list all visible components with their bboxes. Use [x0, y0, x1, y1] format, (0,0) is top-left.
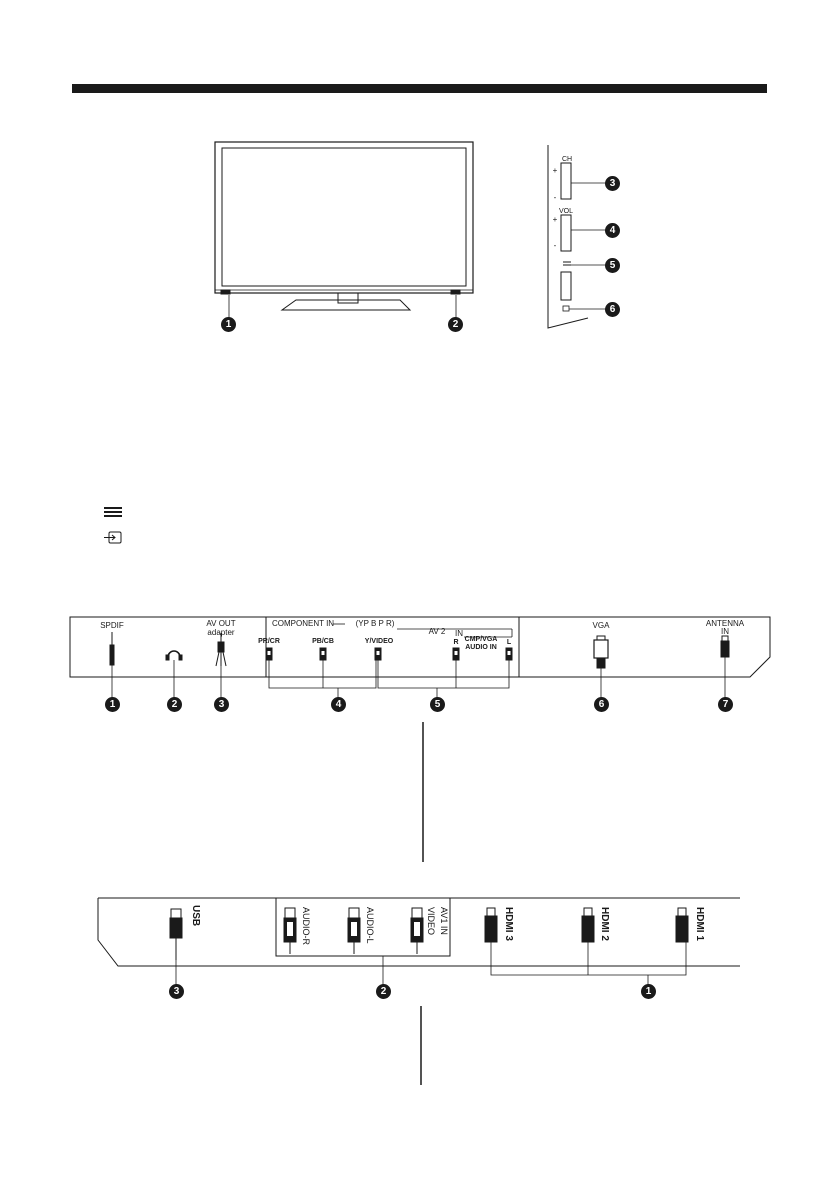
av-out-adapter-label: adapter	[207, 628, 235, 637]
usb-label: USB	[190, 905, 201, 927]
badge-rear-7: 7	[718, 697, 733, 712]
rear-panel-outline	[69, 616, 771, 700]
ypbpr-label: (YP B P R)	[355, 619, 395, 628]
ch-plus: +	[552, 166, 558, 175]
badge-av1-2: 2	[376, 984, 391, 999]
hdmi1-label: HDMI 1	[694, 907, 705, 941]
badge-rear-4: 4	[331, 697, 346, 712]
ch-minus: -	[553, 193, 557, 202]
badge-usb-3: 3	[169, 984, 184, 999]
cmp-audio-in-label: AUDIO IN	[465, 644, 497, 651]
badge-front-2: 2	[448, 317, 463, 332]
badge-front-1: 1	[221, 317, 236, 332]
spdif-label: SPDIF	[100, 621, 124, 630]
vga-label: VGA	[592, 621, 610, 630]
antenna-in-label: IN	[721, 627, 729, 636]
av-out-label: AV OUT	[206, 619, 236, 628]
header-bar	[72, 84, 767, 93]
pb-cb-label: PB/CB	[312, 638, 334, 645]
badge-side-6: 6	[605, 302, 620, 317]
pr-cr-label: PR/CR	[258, 638, 280, 645]
ch-label: CH	[561, 156, 573, 163]
r-label: R	[453, 639, 459, 646]
vol-minus: -	[553, 241, 557, 250]
audio-l-label: AUDIO-L	[365, 907, 375, 944]
hdmi3-label: HDMI 3	[503, 907, 514, 941]
badge-rear-1: 1	[105, 697, 120, 712]
av1-in-label: AV1 IN	[439, 907, 449, 935]
badge-rear-5: 5	[430, 697, 445, 712]
badge-side-5: 5	[605, 258, 620, 273]
component-in-label: COMPONENT IN	[272, 619, 335, 628]
in-label: IN	[455, 629, 463, 638]
vol-label: VOL	[558, 208, 573, 215]
y-video-label: Y/VIDEO	[364, 638, 394, 645]
badge-side-4: 4	[605, 223, 620, 238]
badge-rear-2: 2	[167, 697, 182, 712]
badge-rear-6: 6	[594, 697, 609, 712]
vol-plus: +	[552, 215, 558, 224]
badge-hdmi-1: 1	[641, 984, 656, 999]
side-panel-outline	[547, 145, 606, 329]
video-label: VIDEO	[426, 907, 436, 936]
tv-front	[214, 141, 474, 318]
l-label: L	[506, 639, 512, 646]
menu-icon	[104, 507, 122, 517]
antenna-label: ANTENNA	[705, 619, 745, 628]
av2-label: AV 2	[428, 627, 446, 636]
cmp-vga-label: CMP/VGA	[464, 636, 498, 643]
side-connector-outline	[97, 897, 740, 985]
badge-rear-3: 3	[214, 697, 229, 712]
badge-side-3: 3	[605, 176, 620, 191]
hdmi2-label: HDMI 2	[599, 907, 610, 941]
input-source-icon	[104, 531, 122, 544]
audio-r-label: AUDIO-R	[301, 907, 311, 945]
